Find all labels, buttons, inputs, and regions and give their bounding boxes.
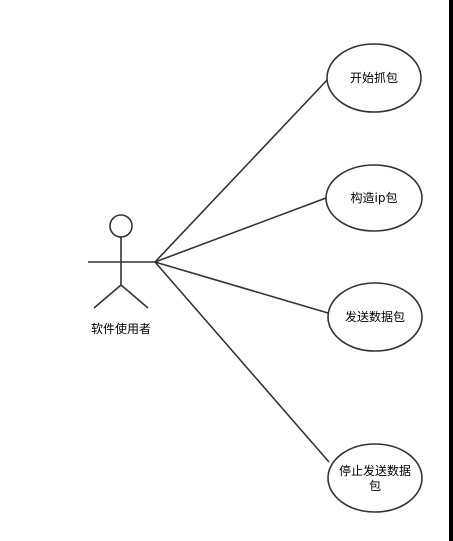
use-case-label: 发送数据包 [345,309,405,324]
use-case-start-capture[interactable]: 开始抓包 [326,43,422,113]
association-line-4 [154,261,330,463]
actor-head [109,214,133,238]
association-lines [154,77,330,463]
use-case-ellipse [327,282,423,352]
actor-left-leg [93,284,122,309]
use-case-ellipse [325,164,423,232]
actor-right-leg [120,284,149,309]
use-case-label-line-2: 包 [369,479,381,493]
actor-label: 软件使用者 [91,321,151,336]
use-case-label-line-1: 停止发送数据 [339,463,411,478]
use-case-send-packet[interactable]: 发送数据包 [327,282,423,352]
right-border [449,0,453,541]
association-line-1 [154,77,330,263]
use-case-ellipse [326,43,422,113]
use-case-label: 开始抓包 [350,71,398,85]
association-line-3 [154,261,329,314]
use-case-label: 构造ip包 [351,190,398,205]
use-case-build-ip-packet[interactable]: 构造ip包 [325,164,423,232]
use-case-stop-sending[interactable]: 停止发送数据 包 [327,443,423,513]
use-case-ellipse [327,443,423,513]
stick-figure-icon [88,214,155,309]
association-line-2 [154,197,327,263]
